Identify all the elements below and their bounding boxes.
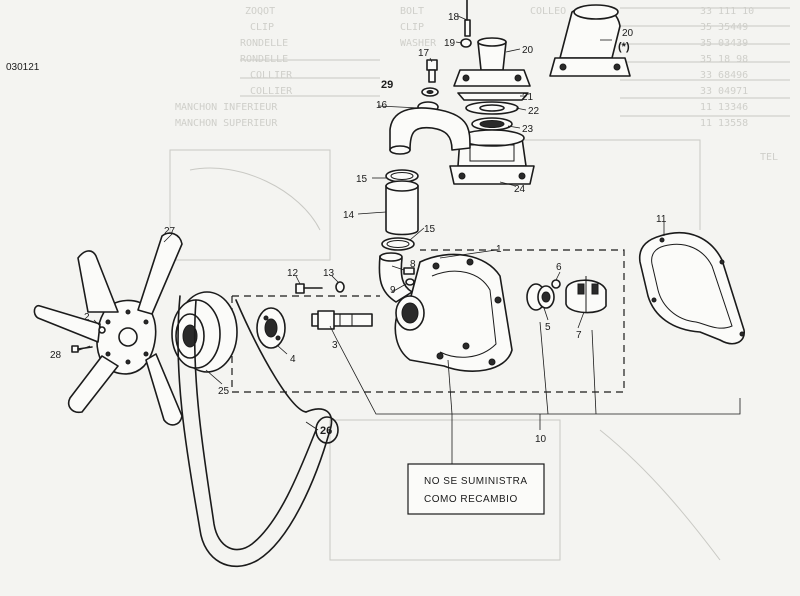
label-part-10: 10: [535, 434, 547, 445]
label-part-3: 3: [332, 340, 338, 351]
lower-hose-group: [381, 169, 419, 251]
label-part-13: 13: [323, 268, 335, 279]
part-26-v-belt: [177, 295, 333, 568]
svg-text:MANCHON SUPERIEUR: MANCHON SUPERIEUR: [175, 118, 278, 129]
part-7-impeller: [565, 276, 607, 314]
label-part-15-upper: 15: [356, 174, 368, 185]
label-part-20: 20: [522, 45, 534, 56]
part-26-highlight-circle: [315, 416, 339, 444]
label-part-5: 5: [545, 322, 551, 333]
part-27-fan: [33, 232, 183, 426]
part-15-clamp-lower: [381, 237, 415, 251]
label-part-14: 14: [343, 210, 355, 221]
label-part-19: 19: [444, 38, 456, 49]
label-part-12: 12: [287, 268, 299, 279]
svg-text:35 03439: 35 03439: [700, 38, 748, 49]
part-18-bolt: [464, 0, 471, 37]
svg-text:RONDELLE: RONDELLE: [240, 54, 288, 65]
document-code: 030121: [6, 62, 40, 73]
svg-text:CLIP: CLIP: [250, 22, 274, 33]
svg-text:33 04971: 33 04971: [700, 86, 748, 97]
label-part-26: 26: [320, 425, 332, 437]
label-part-17: 17: [418, 48, 430, 59]
part-13-washer: [335, 281, 345, 293]
note-line-1: NO SE SUMINISTRA: [424, 476, 528, 487]
svg-text:BOLT: BOLT: [400, 6, 424, 17]
label-part-2: 2: [84, 312, 90, 323]
part-28-screw: [71, 345, 93, 353]
part-3-pump-shaft: [311, 310, 373, 330]
svg-text:TEL: TEL: [760, 152, 778, 163]
svg-text:33 111 10: 33 111 10: [700, 6, 754, 17]
note-line-2: COMO RECAMBIO: [424, 494, 518, 505]
svg-text:MANCHON INFERIEUR: MANCHON INFERIEUR: [175, 102, 278, 113]
label-part-24: 24: [514, 184, 526, 195]
water-pump-body: [378, 252, 513, 372]
part-17-bleed-screw: [426, 59, 438, 83]
label-part-29: 29: [381, 79, 393, 91]
part-25-pulley: [171, 291, 238, 373]
thermostat-housing-group: [389, 0, 631, 185]
part-4-hub: [256, 307, 286, 349]
svg-text:33 68496: 33 68496: [700, 70, 748, 81]
svg-text:WASHER: WASHER: [400, 38, 437, 49]
part-12-bolt: [295, 283, 323, 294]
part-23-seal-ring: [471, 117, 513, 131]
assembly-outline-part-1: [231, 249, 625, 393]
label-part-7: 7: [576, 330, 582, 341]
label-part-20-alt-note: (*): [618, 41, 630, 53]
svg-text:COLLIER: COLLIER: [250, 86, 293, 97]
part-24-thermostat-housing: [449, 129, 535, 185]
label-part-4: 4: [290, 354, 296, 365]
leader-lines: [73, 15, 741, 464]
part-14-hose: [385, 180, 419, 236]
label-part-28: 28: [50, 350, 62, 361]
part-6-snap-ring: [551, 279, 561, 289]
label-part-23: 23: [522, 124, 534, 135]
label-part-21: 21: [522, 92, 534, 103]
part-20-alternate-elbow: [549, 4, 631, 77]
part-labels: 18 19 20 20 (*) 17 29 21 22 23 24 16 15 …: [50, 12, 667, 445]
svg-text:CLIP: CLIP: [400, 22, 424, 33]
label-part-9: 9: [390, 285, 396, 296]
label-part-6: 6: [556, 262, 562, 273]
label-part-8: 8: [410, 259, 416, 270]
svg-text:RONDELLE: RONDELLE: [240, 38, 288, 49]
label-part-11: 11: [656, 214, 667, 225]
part-11-gasket: [638, 231, 745, 345]
part-20-outlet-neck: [453, 37, 531, 87]
part-22-thermostat: [465, 101, 519, 115]
svg-text:11 13558: 11 13558: [700, 118, 748, 129]
label-part-20-alt: 20: [622, 28, 634, 39]
label-part-16: 16: [376, 100, 388, 111]
svg-text:35 35449: 35 35449: [700, 22, 748, 33]
svg-text:35 18 98: 35 18 98: [700, 54, 748, 65]
part-16-upper-hose: [389, 107, 471, 155]
label-part-15-lower: 15: [424, 224, 436, 235]
svg-text:COLLEO: COLLEO: [530, 6, 566, 17]
label-part-25: 25: [218, 386, 230, 397]
part-8-stud: [403, 267, 415, 275]
label-part-18: 18: [448, 12, 460, 23]
label-part-1: 1: [496, 244, 502, 255]
part-29-washer: [421, 87, 439, 97]
part-21-gasket: [457, 92, 529, 101]
label-part-27: 27: [164, 226, 176, 237]
part-9-nut: [405, 278, 415, 286]
part-19-nut: [460, 38, 472, 48]
background-bleed-through: ZOQOT CLIP RONDELLE RONDELLE COLLIER COL…: [169, 6, 790, 561]
svg-text:ZOQOT: ZOQOT: [245, 6, 275, 17]
svg-text:11 13346: 11 13346: [700, 102, 748, 113]
label-part-22: 22: [528, 106, 540, 117]
not-supplied-note: NO SE SUMINISTRA COMO RECAMBIO: [407, 463, 545, 515]
part-5-seal: [526, 283, 555, 311]
part-2-bolt: [98, 326, 106, 334]
svg-text:COLLIER: COLLIER: [250, 70, 293, 81]
